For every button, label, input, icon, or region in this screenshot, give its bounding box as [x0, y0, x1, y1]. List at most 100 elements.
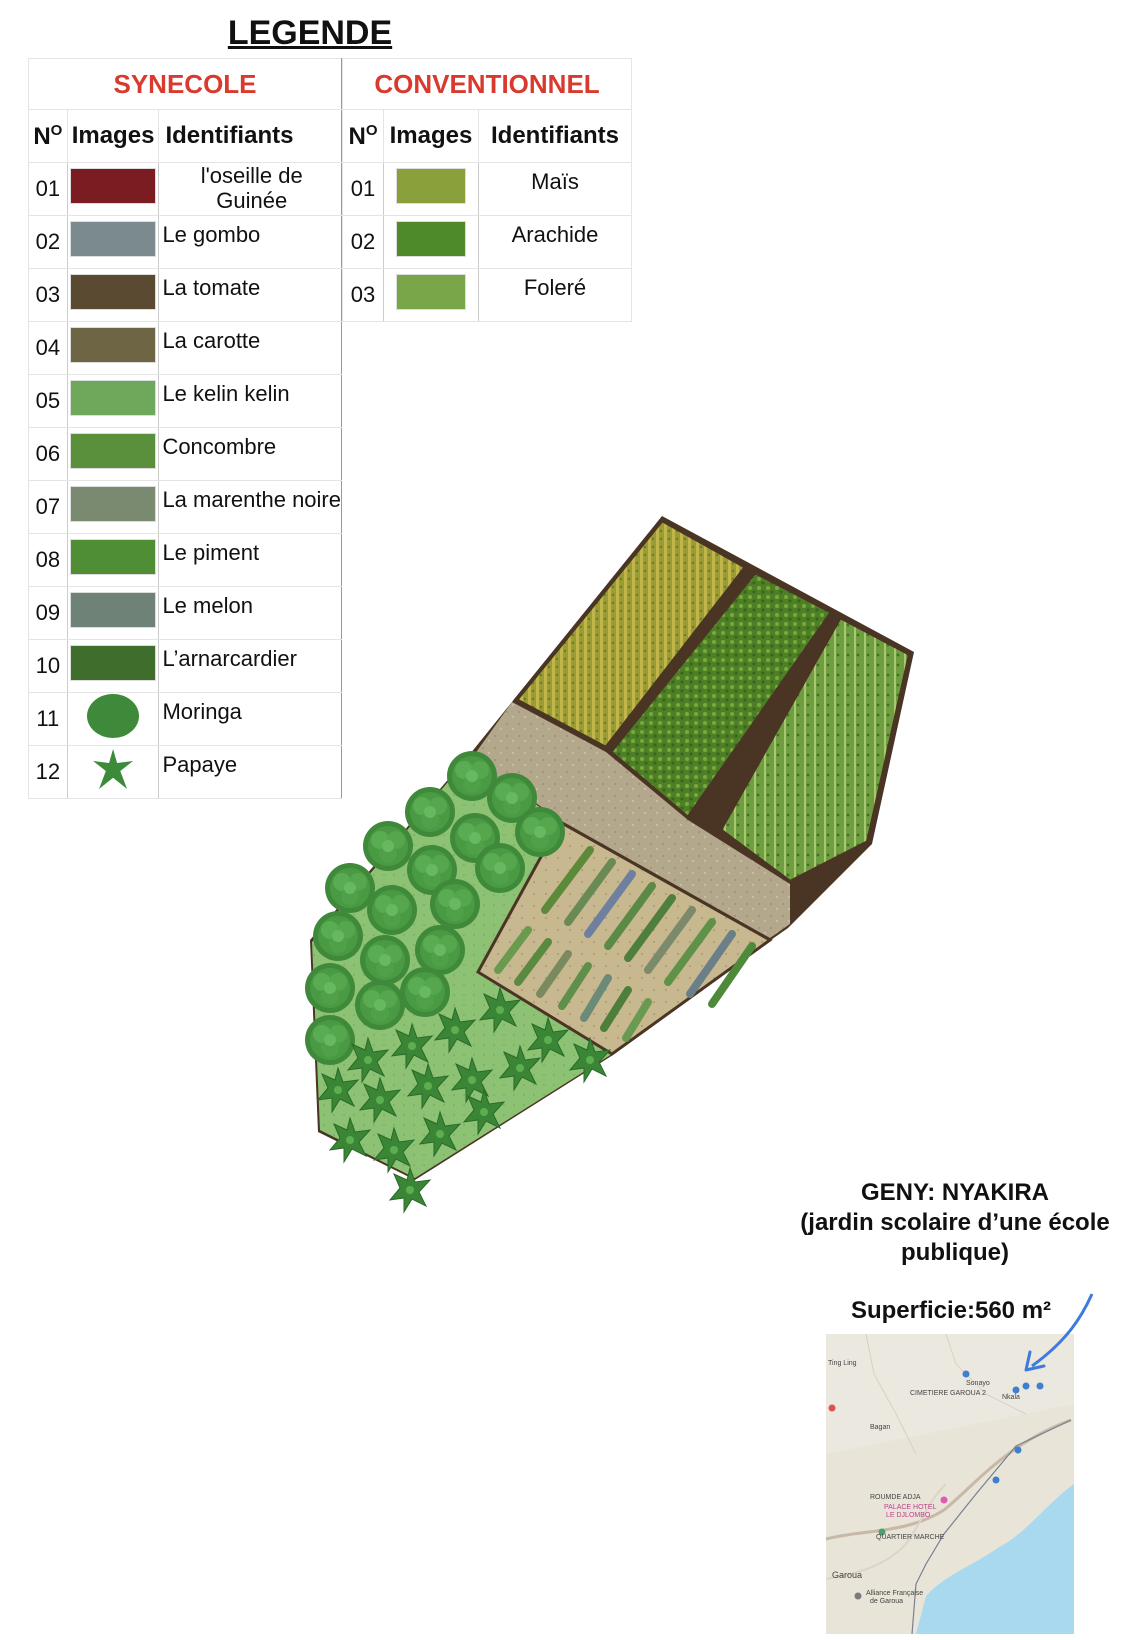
- legend-row: 02 Arachide: [342, 215, 632, 269]
- legend-number: 10: [28, 639, 68, 693]
- legend-image: [66, 639, 160, 693]
- site-description-line1: (jardin scolaire d’une école: [800, 1209, 1110, 1236]
- legend-number: 04: [28, 321, 68, 375]
- legend-row: 05 Le kelin kelin: [28, 374, 342, 428]
- legend-identifiant: Le piment: [158, 533, 342, 587]
- legend-identifiant: La tomate: [158, 268, 342, 322]
- market-icon: [878, 1528, 886, 1536]
- legend-identifiant: Papaye: [158, 745, 342, 799]
- map-pin-icon: [992, 1476, 1000, 1484]
- legend-identifiant: La carotte: [158, 321, 342, 375]
- legend-row: 10 L’arnarcardier: [28, 639, 342, 693]
- legend-row: 04 La carotte: [28, 321, 342, 375]
- legend-image: [383, 215, 479, 269]
- legend-image: [383, 268, 479, 322]
- map-pin-icon: [1012, 1386, 1020, 1394]
- legend-identifiant: l'oseille de Guinée: [158, 162, 342, 216]
- legend-identifiant: Maïs: [478, 162, 632, 216]
- legend-image: [66, 586, 160, 640]
- legend-row: 08 Le piment: [28, 533, 342, 587]
- map-label: Garoua: [832, 1570, 863, 1580]
- legend-image: [66, 692, 160, 746]
- legend-row: 03 La tomate: [28, 268, 342, 322]
- plot-folere: [717, 614, 913, 885]
- map-label: Nkala: [1002, 1394, 1020, 1401]
- plant-swatch-icon: [396, 274, 466, 310]
- legend-image: [66, 268, 160, 322]
- map-label: Sonayo: [966, 1380, 990, 1387]
- plant-swatch-icon: [396, 168, 466, 204]
- legend-image: [66, 427, 160, 481]
- legend-identifiant: Concombre: [158, 427, 342, 481]
- map-pin-icon: [1036, 1382, 1044, 1390]
- plant-swatch-icon: [70, 327, 157, 363]
- plot-arachide: [607, 569, 835, 821]
- map-label: ROUMDE ADJA: [870, 1494, 921, 1501]
- place-icon: [854, 1592, 862, 1600]
- map-pin-icon: [962, 1370, 970, 1378]
- legend-row: 01 Maïs: [342, 162, 632, 216]
- site-description-line2: publique): [901, 1239, 1009, 1266]
- plant-swatch-icon: [70, 221, 157, 257]
- moringa-tree-icon: [87, 694, 140, 738]
- lake: [916, 1484, 1074, 1634]
- location-arrow-icon: [1024, 1293, 1094, 1372]
- legend-image: [66, 321, 160, 375]
- legend-number: 03: [342, 268, 384, 322]
- plant-swatch-icon: [70, 645, 157, 681]
- legend-row: 07 La marenthe noire: [28, 480, 342, 534]
- map-graphic: [826, 1334, 1074, 1634]
- plant-swatch-icon: [70, 274, 157, 310]
- legend-image: [383, 162, 479, 216]
- legend-image: [66, 162, 160, 216]
- legend-identifiant: Le kelin kelin: [158, 374, 342, 428]
- legend-row: 09 Le melon: [28, 586, 342, 640]
- legend-number: 09: [28, 586, 68, 640]
- legend-identifiant: La marenthe noire: [158, 480, 342, 534]
- legend-row: 01 l'oseille de Guinée: [28, 162, 342, 216]
- legend-number: 02: [342, 215, 384, 269]
- legend-identifiant: L’arnarcardier: [158, 639, 342, 693]
- location-map: Ting Ling Sonayo CIMETIERE GAROUA 2 Nkal…: [826, 1334, 1074, 1634]
- vegetable-beds: [475, 819, 773, 1056]
- map-pin-icon: [1014, 1446, 1022, 1454]
- legend-number: 05: [28, 374, 68, 428]
- legend-identifiant: Le melon: [158, 586, 342, 640]
- column-header-images: Images: [383, 109, 479, 163]
- map-label: de Garoua: [870, 1598, 904, 1605]
- plant-swatch-icon: [70, 486, 157, 522]
- legend-number: 01: [342, 162, 384, 216]
- legend-number: 02: [28, 215, 68, 269]
- legend-number: 03: [28, 268, 68, 322]
- legend-identifiant: Arachide: [478, 215, 632, 269]
- site-area: Superficie:560 m²: [850, 1297, 1052, 1324]
- plant-swatch-icon: [70, 539, 157, 575]
- hospital-icon: [828, 1404, 836, 1412]
- hotel-icon: [940, 1496, 948, 1504]
- plant-swatch-icon: [70, 592, 157, 628]
- column-header-identifiants: Identifiants: [158, 109, 342, 163]
- site-name: GENY: NYAKIRA: [860, 1179, 1050, 1206]
- map-label: Bagan: [870, 1424, 891, 1431]
- walkway: [472, 702, 790, 938]
- map-label: QUARTIER MARCHE: [876, 1534, 945, 1541]
- map-label: PALACE HOTEL: [884, 1504, 937, 1511]
- plant-swatch-icon: [70, 433, 157, 469]
- column-header-identifiants: Identifiants: [478, 109, 632, 163]
- legend-image: [66, 533, 160, 587]
- legend-identifiant: Moringa: [158, 692, 342, 746]
- legend-number: 01: [28, 162, 68, 216]
- plot-mais: [512, 517, 750, 751]
- legend-image: [66, 374, 160, 428]
- legend-number: 08: [28, 533, 68, 587]
- map-label: CIMETIERE GAROUA 2: [910, 1390, 986, 1397]
- plant-swatch-icon: [70, 168, 157, 204]
- legend-identifiant: Foleré: [478, 268, 632, 322]
- map-label: Alliance Française: [866, 1590, 924, 1597]
- legend-number: 07: [28, 480, 68, 534]
